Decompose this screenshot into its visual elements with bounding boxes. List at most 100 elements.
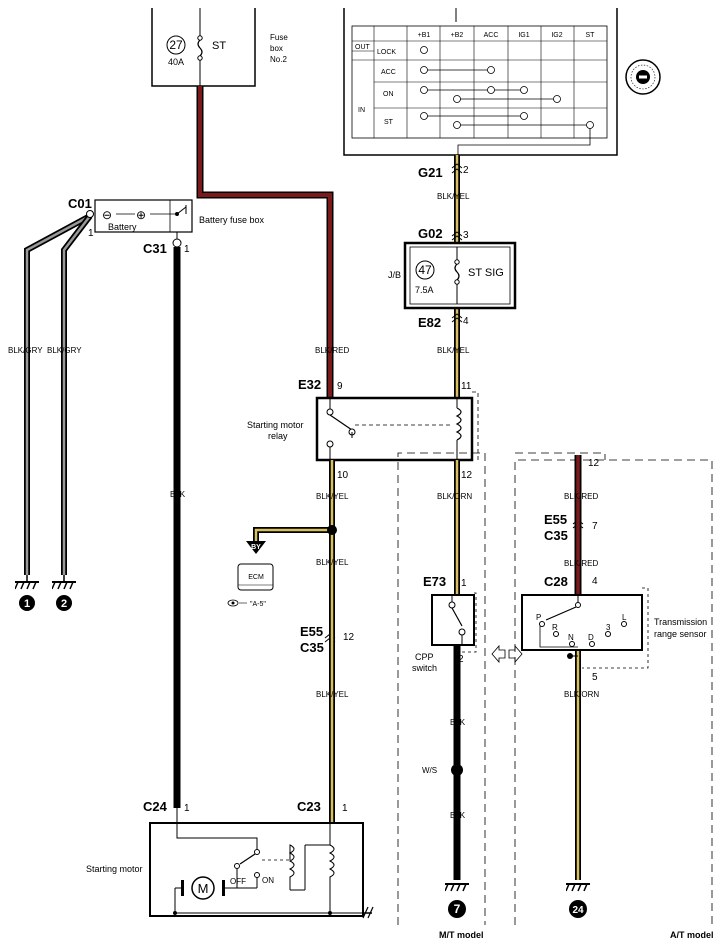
col-b1: +B1	[418, 32, 431, 39]
pin-c31: 1	[184, 244, 190, 255]
connector-e82: E82	[418, 315, 441, 330]
table-out-label: OUT	[355, 44, 371, 51]
trs-3: 3	[606, 623, 611, 632]
wire-label-blk-red-2: BLK/RED	[564, 492, 598, 501]
motor-symbol: M	[198, 881, 209, 896]
pin-g02: 3	[463, 230, 469, 241]
wire-label-blk-red-3: BLK/RED	[564, 559, 598, 568]
pin-e55-a: 12	[343, 632, 355, 643]
wire-label-blk-3: BLK	[450, 811, 466, 820]
ecm-ref: "A-5"	[250, 601, 266, 608]
fuse-47-number: 47	[418, 263, 432, 277]
col-ig2: IG2	[551, 32, 562, 39]
trs-d: D	[588, 633, 594, 642]
trs-l: L	[622, 613, 627, 622]
pin-c23: 1	[342, 803, 348, 814]
connector-e55-a: E55	[300, 624, 323, 639]
battery-fuse-box-label: Battery fuse box	[199, 215, 265, 225]
wire-blk-red-main	[196, 86, 334, 398]
trs-n: N	[568, 633, 574, 642]
fuse-box-2: 27 40A ST Fuse box No.2	[151, 8, 288, 87]
mt-model-label: M/T model	[439, 930, 484, 940]
wire-label-blk-yel-5: BLK/YEL	[316, 690, 349, 699]
fuse-box-label-1: Fuse	[270, 33, 288, 42]
starting-motor-label: Starting motor	[86, 864, 143, 874]
ecm-badge: BY	[251, 544, 261, 551]
ground-2-number: 2	[61, 598, 67, 610]
ground-symbol-2: 2	[52, 575, 76, 611]
at-model-border	[514, 452, 713, 925]
wire-label-ws: W/S	[422, 766, 437, 775]
battery-minus-icon: ⊖	[102, 208, 112, 222]
wire-label-blk-2: BLK	[450, 718, 466, 727]
fuse-27-rating: 40A	[168, 57, 184, 67]
fuse-27-name: ST	[212, 40, 226, 52]
pin-e32-10: 10	[337, 470, 349, 481]
motor-on-label: ON	[262, 876, 274, 885]
trs-r: R	[552, 623, 558, 632]
connector-g21: G21	[418, 165, 443, 180]
pin-c01: 1	[88, 228, 94, 239]
starting-motor: M OFF ON	[149, 808, 374, 919]
col-ig1: IG1	[518, 32, 529, 39]
relay-label-2: relay	[268, 431, 288, 441]
pin-at-12: 12	[588, 458, 600, 469]
connector-e32: E32	[298, 377, 321, 392]
alternate-arrows-icon	[491, 644, 523, 664]
ground-symbol-1: 1	[15, 575, 39, 611]
pin-e73-2: 2	[458, 654, 464, 665]
pin-c28-5: 5	[592, 672, 598, 683]
battery-plus-icon: ⊕	[136, 208, 146, 222]
transmission-range-sensor: P R N D 3 L	[521, 587, 649, 669]
connector-g02: G02	[418, 226, 443, 241]
battery-ground-wires	[24, 213, 93, 575]
trs-label-1: Transmission	[654, 617, 707, 627]
motor-off-label: OFF	[230, 877, 246, 886]
pin-e55-b: 7	[592, 521, 598, 532]
pin-e32-12: 12	[461, 470, 473, 481]
wire-label-blk-red-1: BLK/RED	[315, 346, 349, 355]
at-model-label: A/T model	[670, 930, 714, 940]
row-st: ST	[384, 119, 394, 126]
cpp-label-2: switch	[412, 663, 437, 673]
ground-symbol-7: 7	[445, 883, 469, 918]
wire-label-blk-yel-4: BLK/YEL	[316, 558, 349, 567]
junction-block: J/B 47 7.5A ST SIG	[388, 241, 517, 310]
fuse-47-name: ST SIG	[468, 267, 504, 279]
wire-label-blk-yel-1: BLK/YEL	[437, 192, 470, 201]
ecm-block: BY ECM "A-5"	[227, 541, 274, 608]
wire-blk-battery-starter	[172, 232, 182, 808]
pin-c28-4: 4	[592, 576, 598, 587]
col-st: ST	[586, 32, 596, 39]
pin-c24: 1	[184, 803, 190, 814]
ignition-key-icon	[625, 59, 661, 95]
wire-blk-orn-cpp	[451, 460, 463, 880]
fuse-47-rating: 7.5A	[415, 285, 434, 295]
ground-7-number: 7	[454, 902, 461, 916]
fuse-27-number: 27	[169, 38, 183, 52]
row-lock: LOCK	[377, 49, 396, 56]
connector-c35-b: C35	[544, 528, 568, 543]
pin-g21: 2	[463, 165, 469, 176]
cpp-switch	[431, 592, 477, 653]
battery-label: Battery	[108, 222, 137, 232]
wire-label-blk-orn-1: BLK/ORN	[437, 492, 472, 501]
trs-label-2: range sensor	[654, 629, 707, 639]
pin-e82: 4	[463, 316, 469, 327]
fuse-box-label-3: No.2	[270, 55, 287, 64]
connector-c01: C01	[68, 196, 92, 211]
fuse-box-label-2: box	[270, 44, 283, 53]
table-in-label: IN	[358, 107, 365, 114]
ecm-label: ECM	[248, 574, 264, 581]
ground-1-number: 1	[24, 598, 30, 610]
pin-e73-1: 1	[461, 578, 467, 589]
connector-c24: C24	[143, 799, 168, 814]
jb-label: J/B	[388, 270, 401, 280]
row-on: ON	[383, 91, 394, 98]
wire-label-blk-1: BLK	[170, 490, 186, 499]
wire-label-blk-yel-3: BLK/YEL	[316, 492, 349, 501]
connector-c23: C23	[297, 799, 321, 814]
pin-e32-11: 11	[461, 381, 472, 392]
cpp-label-1: CPP	[415, 652, 434, 662]
